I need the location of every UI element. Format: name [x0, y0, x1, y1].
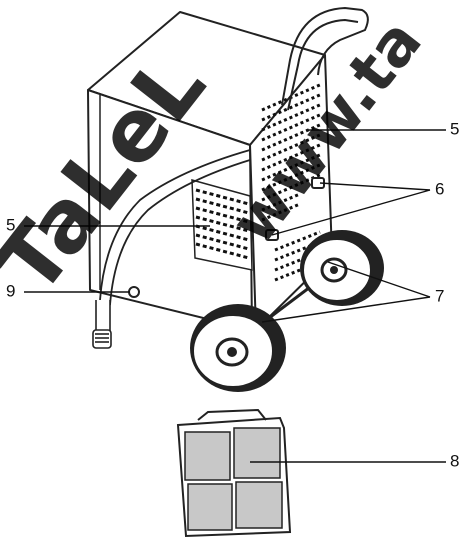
callout-6: 6 — [435, 179, 444, 198]
side-air-grille — [191, 179, 253, 271]
air-filter — [176, 408, 292, 538]
leader-line-6-b — [271, 189, 431, 236]
leader-line-7-a — [327, 261, 431, 298]
front-wheel — [190, 304, 286, 392]
filter-panel — [187, 483, 233, 531]
leader-line-6-a — [319, 182, 431, 191]
callout-8: 8 — [450, 451, 459, 470]
front-air-grille — [261, 82, 323, 282]
callout-5-left: 5 — [6, 215, 15, 234]
callout-7: 7 — [435, 286, 444, 305]
leader-line-7-b — [261, 296, 431, 323]
callout-9: 9 — [6, 281, 15, 300]
filter-panel — [233, 427, 281, 479]
filter-panel — [235, 481, 283, 529]
drain-hose — [92, 300, 112, 349]
hose-outlet — [128, 286, 140, 298]
filter-panel — [184, 431, 231, 481]
leader-lines — [24, 129, 446, 463]
rear-wheel — [300, 230, 384, 306]
carry-handle — [99, 6, 369, 306]
handle-arm — [99, 149, 251, 301]
callout-5-right: 5 — [450, 119, 459, 138]
